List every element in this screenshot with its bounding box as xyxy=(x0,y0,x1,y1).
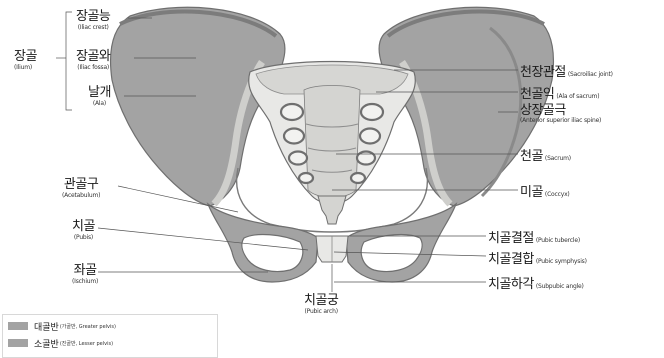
label-ala: 날개 (Ala) xyxy=(88,86,111,107)
legend-item-lesser-pelvis: 소골반(진골반, Lesser pelvis) xyxy=(8,337,113,349)
legend-swatch-lesser-pelvis xyxy=(8,339,28,347)
label-pubic-arch-ko: 치골궁 xyxy=(304,294,338,307)
label-asis: 상장골극 (Anterior superior iliac spine) xyxy=(520,104,601,124)
legend-swatch-greater-pelvis xyxy=(8,322,28,330)
label-pubis-ko: 치골 xyxy=(72,220,95,233)
label-ala-of-sacrum: 천골익(Ala of sacrum) xyxy=(520,85,599,101)
label-iliac-crest-ko: 장골능 xyxy=(76,10,110,23)
label-sacroiliac-joint-en: (Sacroiliac joint) xyxy=(568,71,613,78)
label-iliac-crest-en: (Iliac crest) xyxy=(76,25,110,31)
label-sacrum: 천골(Sacrum) xyxy=(520,147,571,163)
label-pubic-arch: 치골궁 (Pubic arch) xyxy=(304,294,338,315)
label-subpubic-angle-ko: 치골하각 xyxy=(488,277,534,292)
label-pubic-symphysis: 치골결합(Pubic symphysis) xyxy=(488,250,587,266)
label-pubic-symphysis-ko: 치골결합 xyxy=(488,252,534,267)
legend-greater-pelvis-en: (가골반, Greater pelvis) xyxy=(60,323,116,330)
legend-item-greater-pelvis: 대골반(가골반, Greater pelvis) xyxy=(8,320,116,332)
label-iliac-fossa-ko: 장골와 xyxy=(76,50,110,63)
label-iliac-fossa: 장골와 (Iliac fossa) xyxy=(76,50,110,71)
label-coccyx: 미골(Coccyx) xyxy=(520,183,570,199)
label-sacroiliac-joint: 천장관절(Sacroiliac joint) xyxy=(520,63,613,79)
coccyx xyxy=(318,196,346,224)
label-asis-en: (Anterior superior iliac spine) xyxy=(520,118,601,124)
label-ala-ko: 날개 xyxy=(88,86,111,99)
legend-greater-pelvis-ko: 대골반 xyxy=(34,320,59,333)
label-pubic-tubercle-en: (Pubic tubercle) xyxy=(536,237,580,244)
label-pubic-tubercle: 치골결절(Pubic tubercle) xyxy=(488,229,580,245)
label-coccyx-ko: 미골 xyxy=(520,185,543,200)
label-asis-ko: 상장골극 xyxy=(520,104,601,117)
label-pubic-arch-en: (Pubic arch) xyxy=(304,309,338,315)
label-ala-of-sacrum-en: (Ala of sacrum) xyxy=(556,93,599,100)
label-iliac-crest: 장골능 (Iliac crest) xyxy=(76,10,110,31)
label-pubic-symphysis-en: (Pubic symphysis) xyxy=(536,258,587,265)
label-ilium-ko: 장골 xyxy=(14,50,37,63)
label-ischium: 좌골 (Ischium) xyxy=(72,264,98,285)
label-acetabulum-ko: 관골구 xyxy=(62,178,100,191)
label-pubis: 치골 (Pubis) xyxy=(72,220,95,241)
label-ala-en: (Ala) xyxy=(88,101,111,107)
label-ischium-ko: 좌골 xyxy=(72,264,98,277)
left-ilium xyxy=(111,7,285,206)
label-ala-of-sacrum-ko: 천골익 xyxy=(520,87,554,102)
label-ischium-en: (Ischium) xyxy=(72,279,98,285)
legend-lesser-pelvis-en: (진골반, Lesser pelvis) xyxy=(60,340,113,347)
label-ilium: 장골 (Ilium) xyxy=(14,50,37,71)
label-acetabulum: 관골구 (Acetabulum) xyxy=(62,178,100,199)
label-subpubic-angle: 치골하각(Subpubic angle) xyxy=(488,275,584,291)
label-sacrum-ko: 천골 xyxy=(520,149,543,164)
label-coccyx-en: (Coccyx) xyxy=(545,191,570,198)
legend-lesser-pelvis-ko: 소골반 xyxy=(34,337,59,350)
label-pubic-tubercle-ko: 치골결절 xyxy=(488,231,534,246)
label-sacroiliac-joint-ko: 천장관절 xyxy=(520,65,566,80)
label-ilium-en: (Ilium) xyxy=(14,65,37,71)
label-pubis-en: (Pubis) xyxy=(72,235,95,241)
label-subpubic-angle-en: (Subpubic angle) xyxy=(536,283,584,290)
label-sacrum-en: (Sacrum) xyxy=(545,155,571,162)
label-acetabulum-en: (Acetabulum) xyxy=(62,193,100,199)
label-iliac-fossa-en: (Iliac fossa) xyxy=(76,65,110,71)
